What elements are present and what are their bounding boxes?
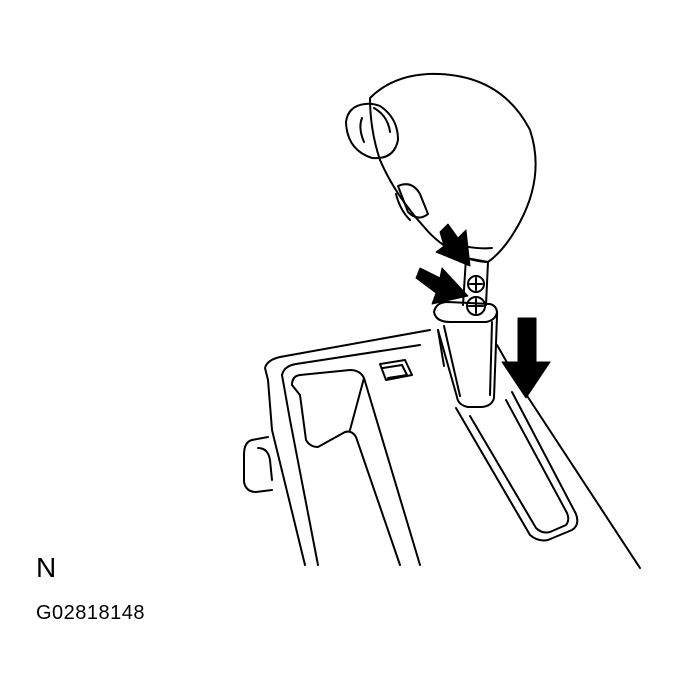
screw-icon (467, 275, 485, 293)
shift-knob (345, 72, 537, 263)
console-panel (243, 329, 641, 569)
shift-lever-sleeve (433, 301, 499, 408)
figure-id: G02818148 (36, 602, 146, 624)
position-label: N (36, 552, 57, 583)
arrow-icon (501, 317, 551, 399)
screw-icon (466, 296, 486, 316)
arrow-icon (415, 267, 469, 305)
arrow-icon (435, 223, 471, 267)
